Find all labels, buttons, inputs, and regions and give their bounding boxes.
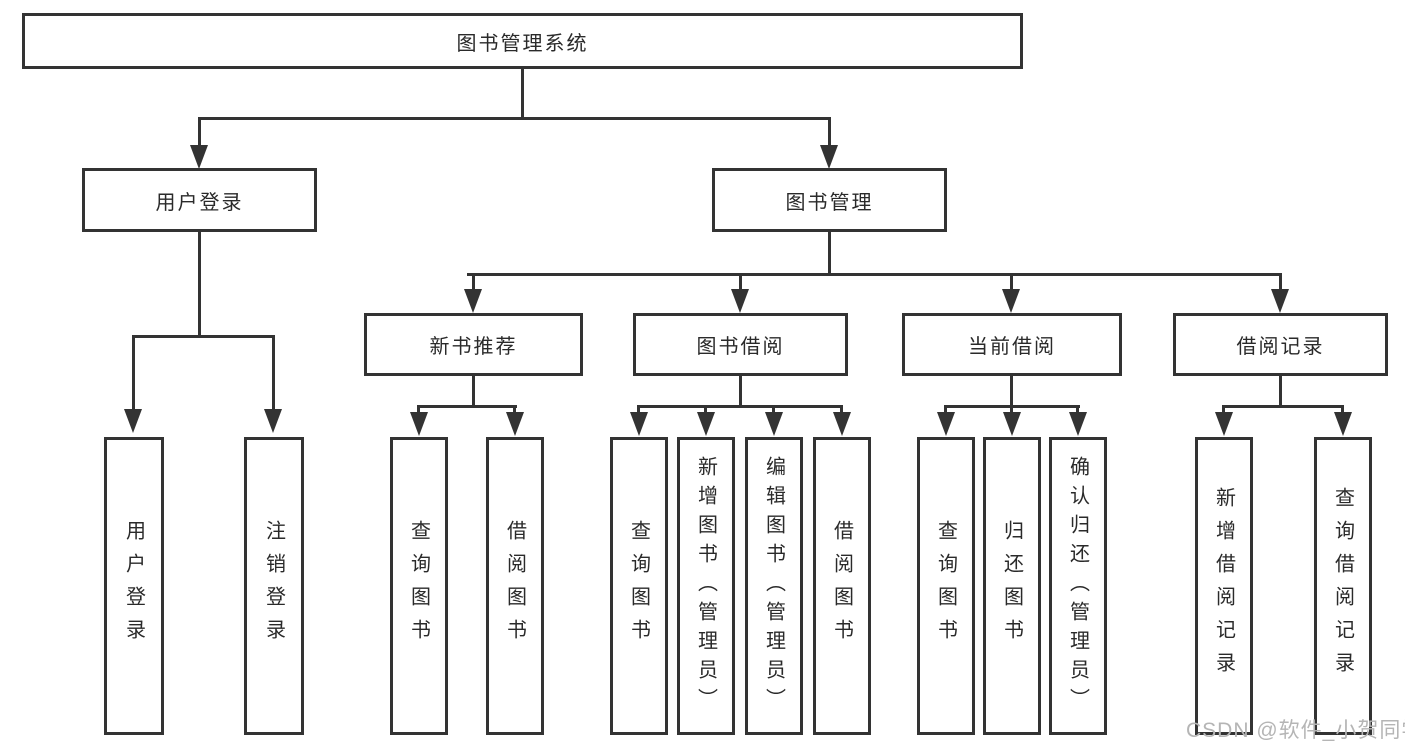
leaf-label: 借阅图书 xyxy=(830,520,853,652)
connector-manage-hline xyxy=(467,273,1282,276)
connector-borrow-leaf1-stem xyxy=(637,406,640,415)
leaf-return-book: 归还图书 xyxy=(983,437,1041,735)
leaf-user-login: 用户登录 xyxy=(104,437,164,735)
connector-level1-hline xyxy=(198,117,831,120)
leaf-query-borrow-record: 查询借阅记录 xyxy=(1314,437,1372,735)
connector-sec4-stem xyxy=(1279,274,1282,290)
connector-records-hline xyxy=(1222,405,1344,408)
arrow-current-leaf1 xyxy=(937,412,955,436)
connector-newbook-hline xyxy=(417,405,517,408)
connector-newbook-leaf1-stem xyxy=(417,406,420,415)
arrow-to-current-borrow xyxy=(1002,289,1020,313)
connector-newbook-down xyxy=(472,374,475,408)
connector-newbook-leaf2-stem xyxy=(513,406,516,415)
node-new-book-recommend: 新书推荐 xyxy=(364,313,583,376)
node-user-login: 用户登录 xyxy=(82,168,317,232)
leaf-label: 归还图书 xyxy=(1000,520,1023,652)
connector-sec2-stem xyxy=(739,274,742,290)
arrow-records-leaf2 xyxy=(1334,412,1352,436)
arrow-current-leaf3 xyxy=(1069,412,1087,436)
connector-borrow-leaf2-stem xyxy=(704,406,707,415)
connector-login-down xyxy=(198,230,201,338)
connector-records-leaf2-stem xyxy=(1341,406,1344,415)
connector-sec1-stem xyxy=(472,274,475,290)
leaf-label: 借阅图书 xyxy=(503,520,526,652)
leaf-label: 查询图书 xyxy=(934,520,957,652)
connector-records-leaf1-stem xyxy=(1222,406,1225,415)
arrow-newbook-leaf1 xyxy=(410,412,428,436)
arrow-to-login-leaf1 xyxy=(124,409,142,433)
connector-manage-stem xyxy=(828,118,831,148)
leaf-borrow-book: 借阅图书 xyxy=(813,437,871,735)
leaf-label: 查询图书 xyxy=(407,520,430,652)
node-book-management: 图书管理 xyxy=(712,168,947,232)
arrow-borrow-leaf3 xyxy=(765,412,783,436)
leaf-label: 新增图书（管理员） xyxy=(694,455,717,717)
leaf-label: 查询借阅记录 xyxy=(1331,487,1354,685)
connector-current-leaf2-stem xyxy=(1010,406,1013,415)
arrow-current-leaf2 xyxy=(1003,412,1021,436)
leaf-label: 编辑图书（管理员） xyxy=(762,455,785,717)
connector-borrow-leaf3-stem xyxy=(772,406,775,415)
leaf-current-query: 查询图书 xyxy=(917,437,975,735)
arrow-borrow-leaf4 xyxy=(833,412,851,436)
connector-sec3-stem xyxy=(1010,274,1013,290)
node-label: 用户登录 xyxy=(155,191,244,214)
arrow-records-leaf1 xyxy=(1215,412,1233,436)
leaf-label: 确认归还（管理员） xyxy=(1066,455,1089,717)
leaf-borrow-query: 查询图书 xyxy=(610,437,668,735)
connector-root-stem xyxy=(521,67,524,119)
connector-manage-down xyxy=(828,230,831,275)
node-library-system: 图书管理系统 xyxy=(22,13,1023,69)
connector-current-leaf1-stem xyxy=(944,406,947,415)
connector-current-leaf3-stem xyxy=(1076,406,1079,415)
arrow-to-book-management xyxy=(820,145,838,169)
node-label: 当前借阅 xyxy=(968,336,1056,358)
node-label: 借阅记录 xyxy=(1236,336,1325,358)
node-current-borrow: 当前借阅 xyxy=(902,313,1122,376)
leaf-newbook-query: 查询图书 xyxy=(390,437,448,735)
leaf-label: 用户登录 xyxy=(122,520,145,652)
node-label: 图书管理系统 xyxy=(456,32,589,55)
node-label: 新书推荐 xyxy=(429,336,518,358)
arrow-borrow-leaf2 xyxy=(697,412,715,436)
node-book-borrow: 图书借阅 xyxy=(633,313,848,376)
leaf-confirm-return-admin: 确认归还（管理员） xyxy=(1049,437,1107,735)
leaf-edit-book-admin: 编辑图书（管理员） xyxy=(745,437,803,735)
node-label: 图书管理 xyxy=(785,191,874,214)
connector-login-stem xyxy=(198,118,201,148)
arrow-to-new-book xyxy=(464,289,482,313)
connector-borrow-hline xyxy=(637,405,843,408)
arrow-to-user-login xyxy=(190,145,208,169)
connector-borrow-down xyxy=(739,374,742,408)
connector-records-down xyxy=(1279,374,1282,408)
connector-current-down xyxy=(1010,374,1013,408)
leaf-newbook-borrow: 借阅图书 xyxy=(486,437,544,735)
arrow-to-book-borrow xyxy=(731,289,749,313)
leaf-label: 新增借阅记录 xyxy=(1212,487,1235,685)
connector-login-leaf1-stem xyxy=(132,336,135,410)
leaf-label: 查询图书 xyxy=(627,520,650,652)
leaf-label: 注销登录 xyxy=(262,520,285,652)
arrow-to-borrow-records xyxy=(1271,289,1289,313)
csdn-watermark: CSDN @软件_小贺同学 xyxy=(1186,719,1405,742)
arrow-to-login-leaf2 xyxy=(264,409,282,433)
connector-login-leaf2-stem xyxy=(272,336,275,410)
leaf-logout: 注销登录 xyxy=(244,437,304,735)
node-label: 图书借阅 xyxy=(696,336,785,358)
arrow-newbook-leaf2 xyxy=(506,412,524,436)
leaf-add-borrow-record: 新增借阅记录 xyxy=(1195,437,1253,735)
leaf-add-book-admin: 新增图书（管理员） xyxy=(677,437,735,735)
arrow-borrow-leaf1 xyxy=(630,412,648,436)
connector-login-hline xyxy=(132,335,275,338)
node-borrow-records: 借阅记录 xyxy=(1173,313,1388,376)
connector-borrow-leaf4-stem xyxy=(840,406,843,415)
